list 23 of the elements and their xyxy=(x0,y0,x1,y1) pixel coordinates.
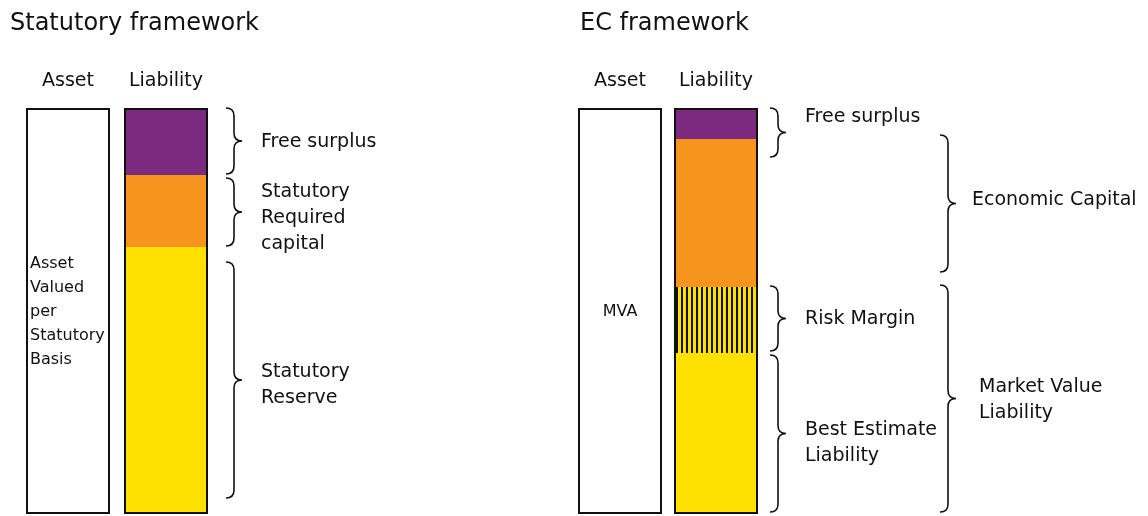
brace-label: Statutory Reserve xyxy=(261,358,351,409)
brace-label: Best Estimate Liability xyxy=(805,416,939,467)
brace-label: Economic Capital xyxy=(972,186,1138,211)
brace-label: Free surplus xyxy=(261,128,378,153)
brace-label: Statutory Required capital xyxy=(261,178,351,255)
bar-segment xyxy=(676,353,756,512)
bar-segment xyxy=(126,175,206,247)
brace-label: Risk Margin xyxy=(805,305,917,330)
bar-segment xyxy=(676,139,756,287)
bar-segment xyxy=(126,110,206,175)
bar-label: MVA xyxy=(601,300,639,322)
column-heading: Asset xyxy=(41,68,95,90)
column-heading: Liability xyxy=(127,68,205,90)
brace-label: Free surplus xyxy=(805,103,922,128)
bar-segment xyxy=(676,287,756,353)
section-heading: Statutory framework xyxy=(10,8,259,36)
brace-label: Market Value Liability xyxy=(979,373,1104,424)
bar-segment xyxy=(676,110,756,139)
section-heading: EC framework xyxy=(580,8,749,36)
bar-label: Asset Valued per Statutory Basis xyxy=(30,252,106,370)
column-heading: Asset xyxy=(593,68,647,90)
column-heading: Liability xyxy=(677,68,755,90)
bar-segment xyxy=(126,247,206,512)
